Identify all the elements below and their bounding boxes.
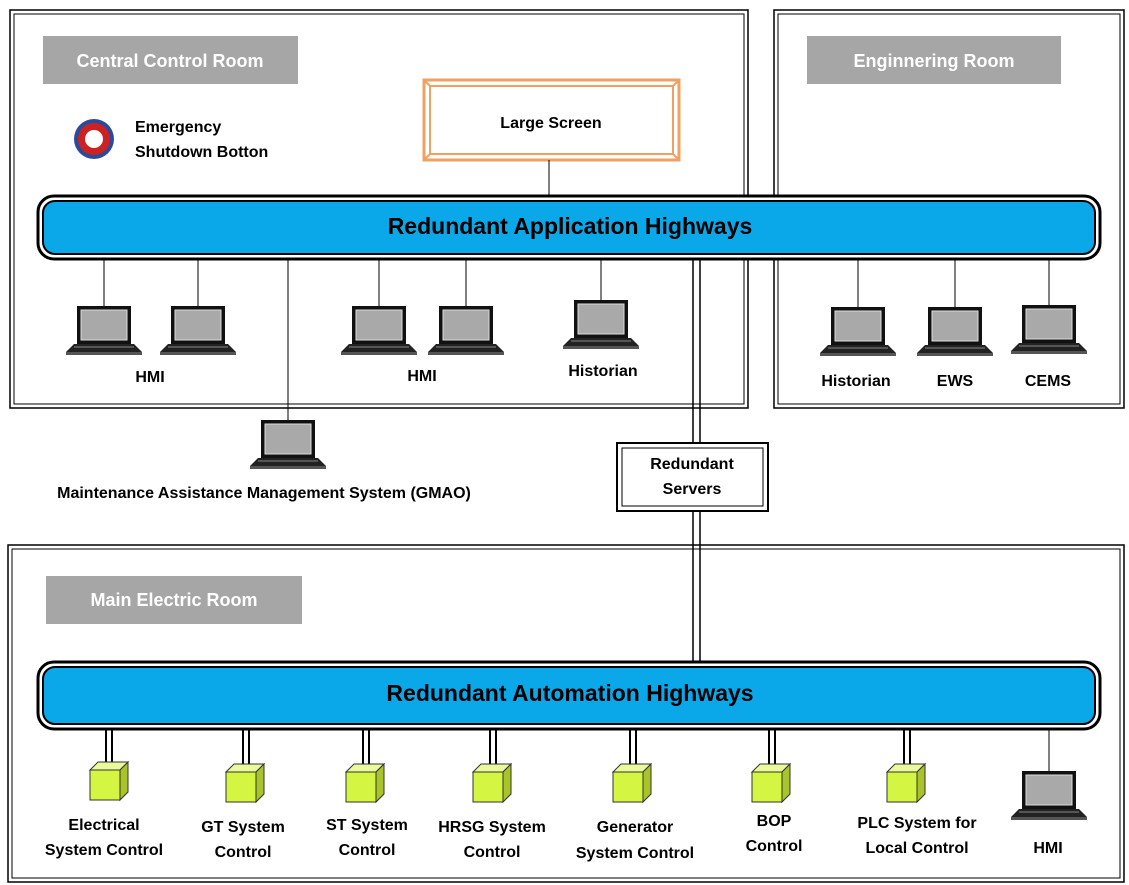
emergency-label-line2: Shutdown Botton <box>135 144 268 161</box>
hmi-laptop-1-icon <box>65 305 143 356</box>
cems-laptop-icon <box>1010 304 1088 355</box>
emergency-label-line1: Emergency <box>135 119 221 136</box>
automation-highway-label: Redundant Automation Highways <box>386 680 753 706</box>
engineering-room-label: Enginnering Room <box>854 51 1015 71</box>
automation-highway <box>36 660 1102 731</box>
hmi-left-label: HMI <box>135 369 164 386</box>
generator-controller-icon <box>612 763 652 803</box>
redundant-servers-box <box>616 442 769 512</box>
electric-hmi-laptop-icon <box>1010 770 1088 821</box>
hrsg-label-1: HRSG System <box>438 819 546 836</box>
redundant-servers-line1: Redundant <box>650 456 734 473</box>
central-control-room-label-bg <box>43 36 298 84</box>
hrsg-label-2: Control <box>464 844 521 861</box>
application-highway <box>36 194 1102 261</box>
hmi-laptop-3-icon <box>340 305 418 356</box>
generator-label-1: Generator <box>597 819 673 836</box>
ews-label: EWS <box>937 373 974 390</box>
engineering-room-label-bg <box>807 36 1061 84</box>
large-screen-label: Large Screen <box>500 115 601 132</box>
bop-label-1: BOP <box>757 813 792 830</box>
cems-label: CEMS <box>1025 373 1072 390</box>
historian-laptop-icon <box>562 299 640 350</box>
gmao-label: Maintenance Assistance Management System… <box>57 485 471 502</box>
generator-label-2: System Control <box>576 845 694 862</box>
st-label-1: ST System <box>326 817 408 834</box>
st-controller-icon <box>345 763 385 803</box>
gmao-laptop-icon <box>249 419 327 470</box>
emergency-shutdown-button-icon <box>74 119 114 159</box>
gt-label-2: Control <box>215 844 272 861</box>
electric-hmi-label: HMI <box>1033 840 1062 857</box>
bop-label-2: Control <box>746 838 803 855</box>
st-label-2: Control <box>339 842 396 859</box>
application-drop-lines <box>103 259 1050 771</box>
gt-controller-icon <box>225 763 265 803</box>
electrical-label-1: Electrical <box>68 817 139 834</box>
electrical-label-2: System Control <box>45 842 163 859</box>
hmi-laptop-4-icon <box>427 305 505 356</box>
main-electric-room-box <box>7 544 1125 883</box>
hrsg-controller-icon <box>472 763 512 803</box>
historian-label: Historian <box>568 363 637 380</box>
plc-label-2: Local Control <box>865 840 968 857</box>
eng-historian-laptop-icon <box>819 306 897 357</box>
plc-label-1: PLC System for <box>857 815 976 832</box>
application-highway-label: Redundant Application Highways <box>388 213 753 239</box>
hmi-laptop-2-icon <box>159 305 237 356</box>
ews-laptop-icon <box>916 306 994 357</box>
central-control-room-label: Central Control Room <box>77 51 264 71</box>
main-electric-room-label: Main Electric Room <box>90 590 257 610</box>
main-electric-room-label-bg <box>46 576 302 624</box>
large-screen <box>422 78 681 162</box>
bop-controller-icon <box>751 763 791 803</box>
eng-historian-label: Historian <box>821 373 890 390</box>
gt-label-1: GT System <box>201 819 285 836</box>
plc-controller-icon <box>886 763 926 803</box>
redundant-servers-line2: Servers <box>663 481 722 498</box>
hmi-mid-label: HMI <box>407 368 436 385</box>
automation-drop-lines <box>105 729 911 769</box>
electrical-controller-icon <box>89 761 129 801</box>
